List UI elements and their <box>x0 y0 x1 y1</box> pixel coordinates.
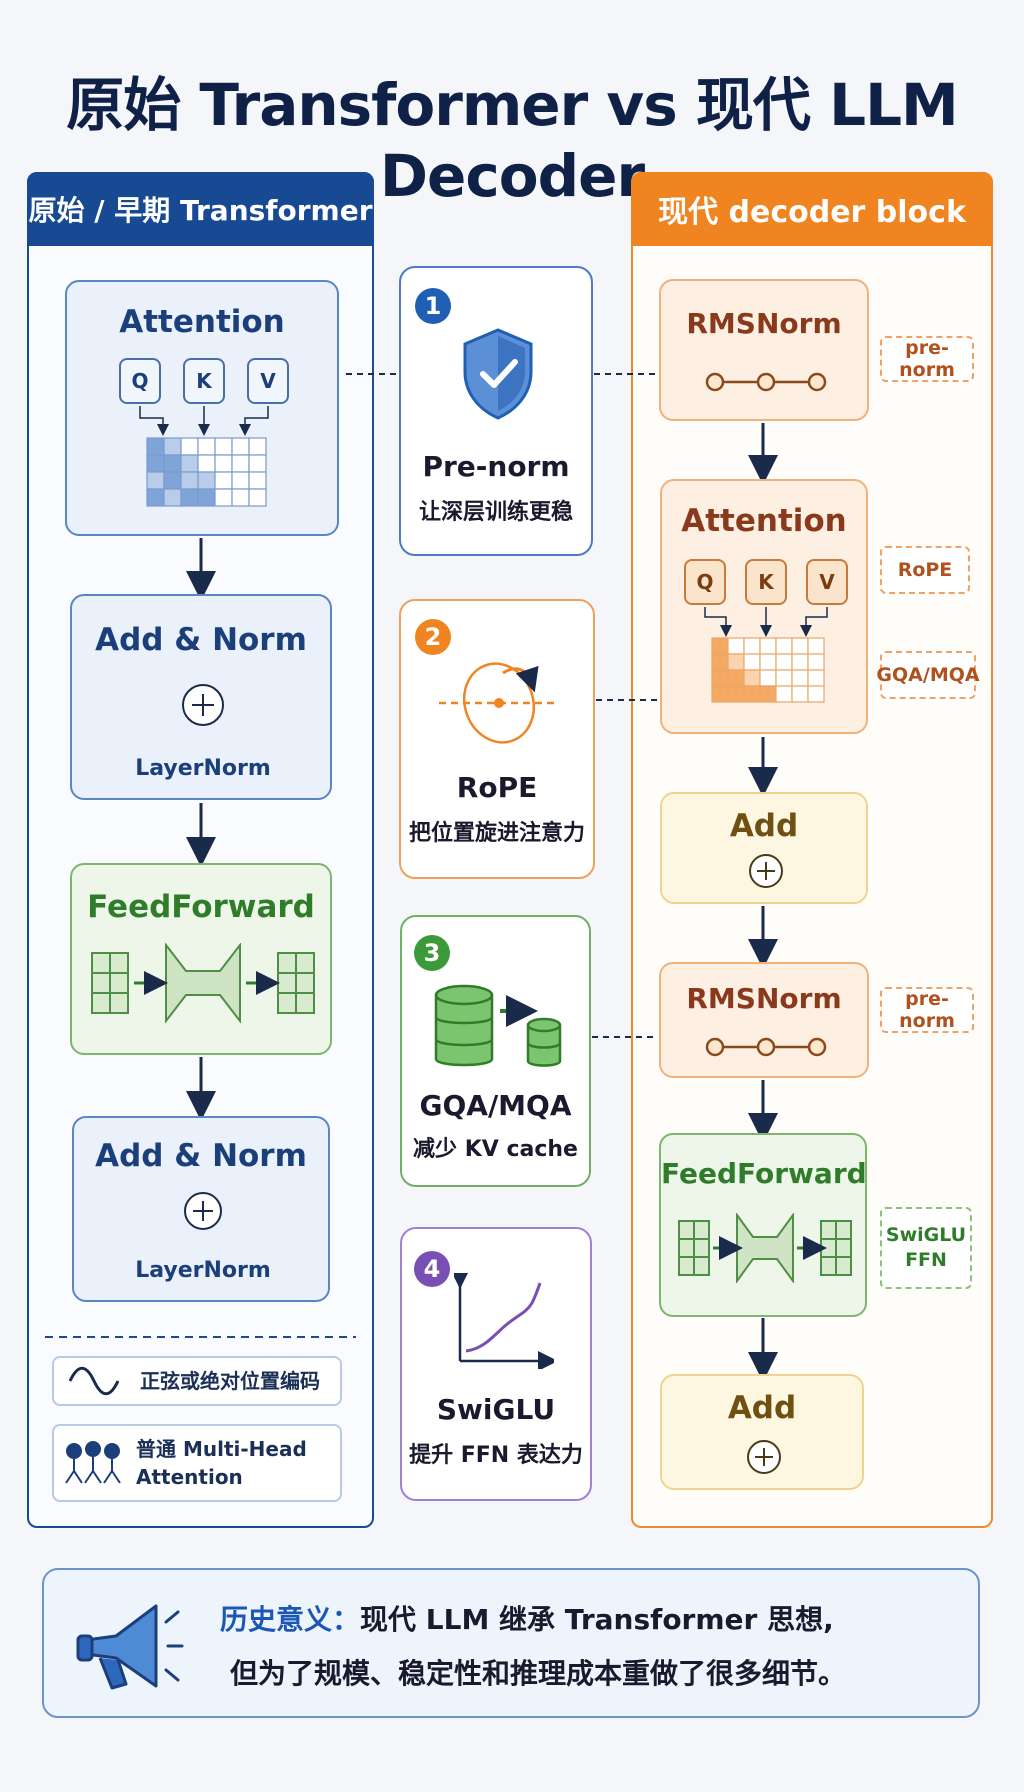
right-column-header: 现代 decoder block <box>631 172 993 246</box>
add-norm-title: Add & Norm <box>95 622 307 658</box>
right-rmsnorm-block-2: RMSNorm <box>659 962 869 1078</box>
footer-text-1: 现代 LLM 继承 Transformer 思想, <box>360 1603 834 1636</box>
footer-line-2: 但为了规模、稳定性和推理成本重做了很多细节。 <box>230 1657 847 1690</box>
shield-check-icon <box>463 328 533 420</box>
tag-pre-norm-2: pre-norm <box>880 987 974 1033</box>
badge-4: 4 <box>414 1251 450 1287</box>
tag-gqa-mqa: GQA/MQA <box>876 651 980 699</box>
megaphone-icon <box>76 1604 184 1690</box>
legend-label: 正弦或绝对位置编码 <box>140 1369 320 1393</box>
rmsnorm-title: RMSNorm <box>686 307 842 340</box>
rmsnorm-title: RMSNorm <box>686 982 842 1015</box>
q-box: Q <box>684 559 726 605</box>
card-title: GQA/MQA <box>419 1089 572 1122</box>
k-box: K <box>745 559 787 605</box>
card-pre-norm: 1 Pre-norm 让深层训练更稳 <box>399 266 593 556</box>
causal-attention-matrix-icon <box>704 607 828 703</box>
tag-rope: RoPE <box>880 546 970 594</box>
left-feedforward-block: FeedForward <box>70 863 332 1055</box>
sine-wave-icon <box>68 1366 120 1396</box>
v-box: V <box>247 358 289 404</box>
card-title: RoPE <box>456 771 538 804</box>
card-subtitle: 把位置旋进注意力 <box>408 821 585 846</box>
attention-matrix-icon <box>139 406 269 507</box>
card-title: Pre-norm <box>422 450 570 483</box>
page-title: 原始 Transformer vs 现代 LLM Decoder <box>66 71 959 210</box>
ffn-bottleneck-icon <box>678 1213 852 1283</box>
card-subtitle: 让深层训练更稳 <box>418 500 573 525</box>
v-box: V <box>806 559 848 605</box>
card-gqa-mqa: 3 GQA/MQA 减少 KV cache <box>400 915 591 1187</box>
tag-swiglu-line2: FFN <box>905 1249 947 1271</box>
left-attention-title: Attention <box>119 304 285 340</box>
plus-circle-icon <box>182 684 224 726</box>
left-attention-block: Attention Q K V <box>65 280 339 536</box>
add-title: Add <box>727 1390 797 1426</box>
footer-significance-panel: 历史意义：现代 LLM 继承 Transformer 思想, 但为了规模、稳定性… <box>42 1568 980 1718</box>
rotation-icon <box>439 662 559 744</box>
norm-nodes-icon <box>705 372 827 392</box>
footer-line-1: 历史意义：现代 LLM 继承 Transformer 思想, <box>220 1598 960 1638</box>
tag-pre-norm-1: pre-norm <box>880 336 974 382</box>
curve-graph-icon <box>454 1273 554 1369</box>
plus-circle-icon <box>747 1440 781 1474</box>
right-add-block-2: Add <box>660 1374 864 1490</box>
database-shrink-icon <box>434 984 562 1067</box>
plus-circle-icon <box>184 1192 222 1230</box>
legend-multi-head-attention: 普通 Multi-Head Attention <box>52 1424 342 1502</box>
left-add-norm-block-1: Add & Norm LayerNorm <box>70 594 332 800</box>
card-swiglu: 4 SwiGLU 提升 FFN 表达力 <box>400 1227 592 1501</box>
tag-swiglu-line1: SwiGLU <box>885 1224 967 1247</box>
feedforward-title: FeedForward <box>87 889 315 925</box>
q-box: Q <box>119 358 161 404</box>
add-title: Add <box>729 808 799 844</box>
left-column-header: 原始 / 早期 Transformer <box>27 172 374 246</box>
add-norm-title: Add & Norm <box>95 1138 307 1174</box>
layernorm-label: LayerNorm <box>135 756 271 781</box>
legend-label-line2: Attention <box>136 1465 243 1489</box>
right-attention-block: Attention Q K V <box>660 479 868 734</box>
plus-circle-icon <box>749 854 783 888</box>
footer-label: 历史意义： <box>220 1603 361 1636</box>
tag-swiglu-ffn: SwiGLU FFN <box>880 1207 972 1289</box>
k-box: K <box>183 358 225 404</box>
legend-label-line1: 普通 Multi-Head <box>136 1437 307 1461</box>
right-attention-title: Attention <box>681 503 847 539</box>
multi-head-icon <box>65 1441 121 1484</box>
layernorm-label: LayerNorm <box>135 1258 271 1283</box>
right-feedforward-block: FeedForward <box>659 1133 867 1317</box>
norm-nodes-icon <box>705 1037 827 1057</box>
ffn-bottleneck-icon <box>91 943 315 1023</box>
card-title: SwiGLU <box>436 1393 556 1426</box>
card-rope: 2 RoPE 把位置旋进注意力 <box>399 599 595 879</box>
left-add-norm-block-2: Add & Norm LayerNorm <box>72 1116 330 1302</box>
card-subtitle: 提升 FFN 表达力 <box>409 1443 583 1468</box>
badge-2: 2 <box>415 619 451 655</box>
right-add-block-1: Add <box>660 792 868 904</box>
badge-1: 1 <box>415 288 451 324</box>
card-subtitle: 减少 KV cache <box>413 1137 578 1162</box>
legend-sinusoidal-position: 正弦或绝对位置编码 <box>52 1356 342 1406</box>
badge-3: 3 <box>414 935 450 971</box>
feedforward-title: FeedForward <box>661 1157 867 1190</box>
right-rmsnorm-block-1: RMSNorm <box>659 279 869 421</box>
